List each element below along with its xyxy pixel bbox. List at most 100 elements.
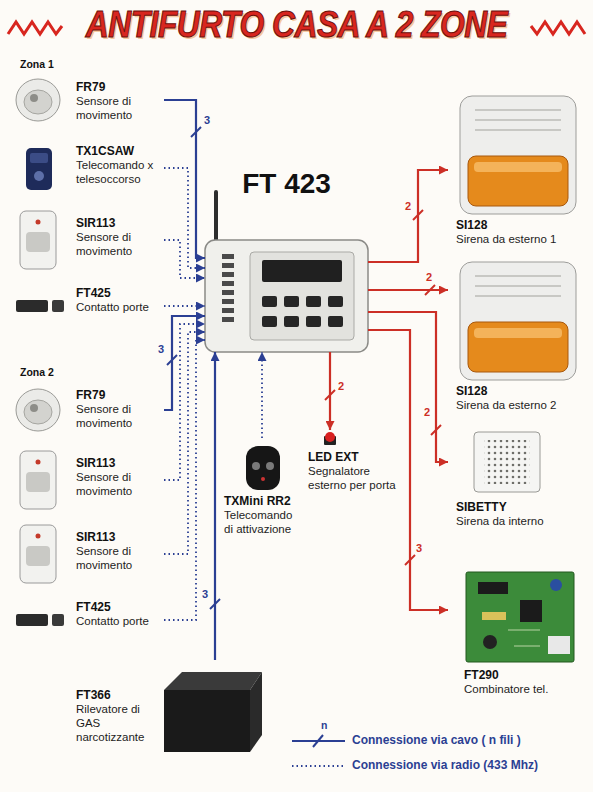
sensor-lens <box>26 232 50 252</box>
title-band: ANTIFURTO CASA A 2 ZONE <box>0 4 593 46</box>
cable-link <box>368 289 448 291</box>
device-text: FT290Combinatore tel. <box>464 668 584 696</box>
panel-led <box>222 299 234 304</box>
device-node: FT 423 <box>205 165 368 352</box>
panel-button <box>306 296 321 307</box>
panel-button <box>306 316 321 327</box>
legend-text: Connessione via cavo ( n fili ) <box>352 733 521 747</box>
device-code: TXMini RR2 <box>224 494 300 508</box>
device-code: SIR113 <box>76 456 162 470</box>
device-node: FT366Rilevatore di GAS narcotizzante <box>12 660 264 760</box>
radio-link <box>164 305 205 307</box>
wire-count-slash <box>191 127 201 137</box>
siren-vent <box>475 295 561 297</box>
remote-body <box>26 148 52 190</box>
cable-link <box>368 312 448 462</box>
device-code: LED EXT <box>308 450 400 464</box>
device-node: FR79Sensore di movimento <box>12 384 164 436</box>
device-description: Telecomando di attivazione <box>224 508 300 536</box>
sensor-body <box>20 451 56 509</box>
device-description: Sensore di movimento <box>76 470 162 498</box>
remote-button <box>34 171 44 181</box>
sensor-body <box>20 211 56 269</box>
siren-vent <box>475 119 561 121</box>
wire-count-label: n <box>321 719 327 732</box>
legend-radio-sample <box>292 765 345 767</box>
speaker-grille <box>484 440 530 484</box>
trace <box>508 630 540 631</box>
door-contact-icon <box>16 614 64 626</box>
device-node: FR79Sensore di movimento <box>12 76 164 128</box>
device-text: SIR113Sensore di movimento <box>76 216 162 258</box>
panel-body <box>205 240 368 352</box>
wire-count: 2 <box>425 271 433 283</box>
connector <box>548 636 570 654</box>
outdoor-siren-icon <box>460 262 576 380</box>
device-code: SI128 <box>456 218 584 232</box>
sensor-lens <box>24 400 52 424</box>
device-text: FT 423 <box>205 167 368 201</box>
device-text: LED EXTSegnalatore esterno per porta <box>308 450 400 492</box>
wire-count: 3 <box>415 542 423 554</box>
pir-sensor-icon <box>20 211 56 269</box>
panel-display <box>262 260 342 282</box>
panel-button <box>262 296 277 307</box>
siren-vent <box>475 275 561 277</box>
sensor-lens <box>26 546 50 566</box>
contact-magnet <box>52 614 64 626</box>
device-code: FT290 <box>464 668 584 682</box>
component <box>482 612 506 620</box>
device-node: TX1CSAWTelecomando x telesoccorso <box>12 140 164 198</box>
radio-link <box>261 352 263 438</box>
siren-lens <box>468 156 568 206</box>
device-code: SIR113 <box>76 530 162 544</box>
device-code: SIR113 <box>76 216 162 230</box>
device-node: FT425Contatto porte <box>12 596 164 644</box>
device-description: Combinatore tel. <box>464 682 584 696</box>
panel-button <box>284 296 299 307</box>
radio-link <box>164 324 205 480</box>
cable-link <box>214 352 216 660</box>
capacitor <box>483 635 497 649</box>
panel-led <box>222 263 234 268</box>
wire-count-slash <box>413 210 423 220</box>
device-text: SIR113Sensore di movimento <box>76 456 162 498</box>
gas-detector-icon <box>164 672 262 752</box>
control-panel-icon <box>205 190 368 352</box>
led-dome <box>325 432 335 442</box>
device-text: FT425Contatto porte <box>76 600 162 628</box>
siren-lens <box>468 322 568 372</box>
sensor-eye <box>30 404 38 412</box>
wire-count-slash <box>325 390 335 400</box>
wire-count: 2 <box>404 200 412 212</box>
device-code: FR79 <box>76 80 162 94</box>
chip <box>520 600 542 622</box>
device-description: Sensore di movimento <box>76 94 162 122</box>
cable-link <box>164 100 205 258</box>
device-code: FT 423 <box>205 167 368 201</box>
door-contact-icon <box>16 300 64 312</box>
keyfob-button <box>252 462 260 470</box>
device-description: Rilevatore di GAS narcotizzante <box>76 702 160 744</box>
box-top <box>164 672 262 690</box>
sensor-led <box>36 460 41 465</box>
cable-link <box>164 316 205 410</box>
panel-led <box>222 308 234 313</box>
device-code: SIBETTY <box>456 500 584 514</box>
capacitor <box>550 579 562 591</box>
radio-link <box>164 240 205 278</box>
wire-count-slash <box>425 285 435 295</box>
chip <box>478 582 508 594</box>
title-ornament <box>531 22 585 34</box>
legend-slash <box>313 735 323 747</box>
keyfob-icon <box>246 446 280 490</box>
device-description: Sirena da esterno 1 <box>456 232 584 246</box>
panel-led <box>222 290 234 295</box>
device-code: TX1CSAW <box>76 144 162 158</box>
siren-vent <box>475 285 561 287</box>
wire-count-slash <box>210 599 220 609</box>
sensor-led <box>36 534 41 539</box>
indoor-siren-icon <box>474 432 540 492</box>
panel-face <box>250 252 354 340</box>
contact-body <box>16 300 48 312</box>
